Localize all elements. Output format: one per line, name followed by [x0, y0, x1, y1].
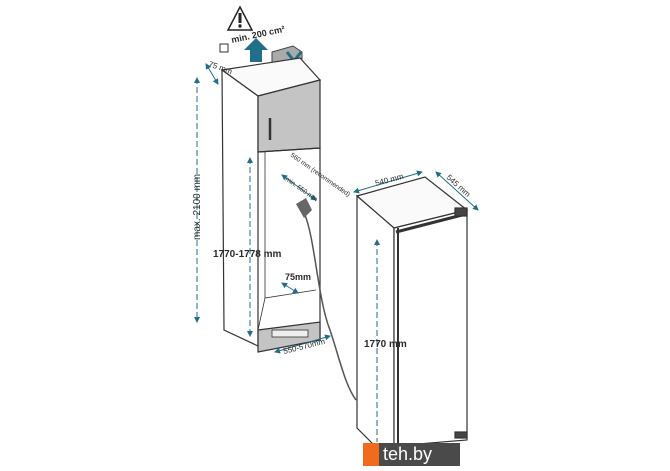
fridge-height-label: 1770 mm — [364, 339, 407, 350]
power-cable — [304, 214, 357, 401]
plug-icon — [296, 198, 312, 218]
airflow-up-arrow-icon — [244, 38, 268, 62]
top-gap-label: 75 mm — [207, 59, 233, 76]
warning-icon — [226, 5, 254, 31]
niche-height-label: 1770-1778 mm — [213, 249, 281, 260]
fridge — [355, 176, 469, 447]
max-height-label: max. 2100 mm — [192, 174, 203, 240]
watermark-text: teh.by — [379, 443, 461, 466]
bottom-gap-label: 75mm — [285, 272, 311, 282]
depth-min-label: min. 550 mm — [284, 176, 319, 203]
socket-icon — [219, 43, 229, 53]
watermark: teh.by — [363, 443, 461, 466]
watermark-logo-icon — [363, 443, 379, 466]
